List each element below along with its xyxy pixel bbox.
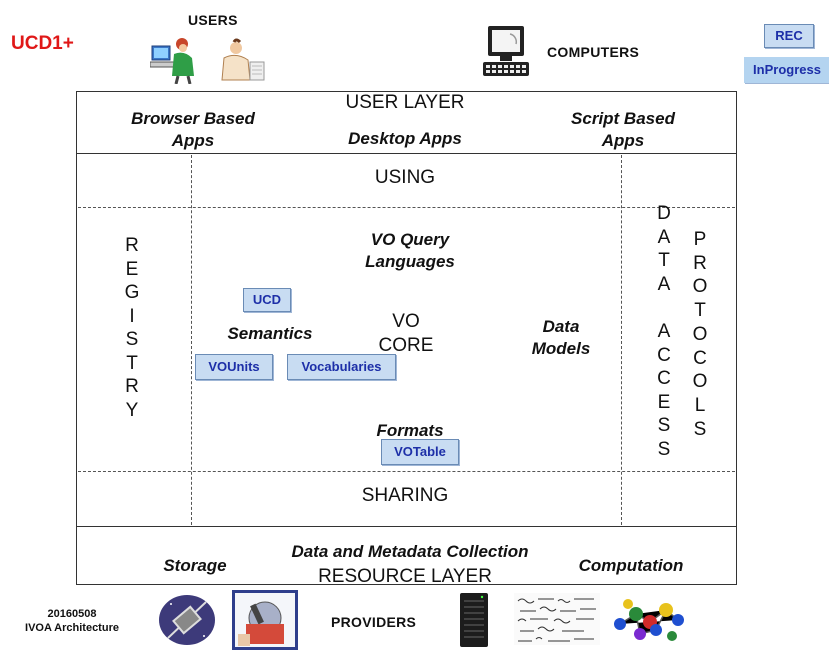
- users-label: USERS: [188, 12, 238, 28]
- data-access-letter: A: [657, 320, 671, 342]
- protocols-letter: O: [692, 276, 708, 298]
- registry-letter: Y: [125, 399, 139, 421]
- data-access-letter: S: [657, 415, 671, 437]
- ucd-badge: UCD1+: [11, 33, 74, 54]
- registry-letter: I: [129, 305, 135, 327]
- data-access-letter: A: [657, 226, 671, 248]
- date-text: 20160508: [47, 608, 97, 620]
- vocabularies-standard: Vocabularies: [287, 354, 396, 380]
- protocols-letter: T: [694, 300, 706, 322]
- resource-layer-title: RESOURCE LAYER: [318, 566, 492, 587]
- protocols-letter: L: [694, 394, 706, 416]
- protocols-letter: O: [692, 323, 708, 345]
- votable-standard: VOTable: [381, 439, 459, 465]
- formats-label: Formats: [376, 421, 444, 440]
- browser-apps-label: Browser Based Apps: [131, 109, 255, 150]
- computers-label: COMPUTERS: [547, 44, 640, 60]
- registry-letter: R: [125, 235, 139, 256]
- using-label: USING: [374, 167, 436, 188]
- data-access-letter: A: [657, 273, 671, 295]
- satellite-icon: [159, 595, 215, 645]
- legend-rec: REC: [764, 24, 814, 48]
- computation-label: Computation: [578, 556, 684, 575]
- sharing-label: SHARING: [361, 485, 449, 506]
- legend-in-progress: InProgress: [744, 57, 829, 83]
- protocols-letter: R: [693, 252, 707, 274]
- registry-letter: T: [126, 352, 138, 374]
- protocols-letter: P: [693, 229, 707, 250]
- vounits-standard: VOUnits: [195, 354, 273, 380]
- protocols-label: P R O T O C O L S: [688, 228, 712, 441]
- desktop-apps-label: Desktop Apps: [348, 129, 462, 148]
- protocols-letter: C: [693, 347, 707, 369]
- vo-core-label: VO CORE: [378, 311, 434, 356]
- equations-icon: [514, 593, 600, 645]
- data-access-letter: T: [658, 250, 670, 272]
- data-access-letter: E: [657, 391, 671, 413]
- collection-label: Data and Metadata Collection: [291, 542, 529, 561]
- protocols-letter: O: [692, 371, 708, 393]
- user-layer-divider: [76, 153, 737, 154]
- data-access-letter: C: [657, 368, 671, 390]
- script-apps-label: Script Based Apps: [571, 109, 675, 150]
- registry-divider: [191, 155, 192, 525]
- user-layer-title: USER LAYER: [345, 92, 465, 113]
- resource-layer-divider: [76, 526, 737, 527]
- storage-label: Storage: [163, 556, 227, 575]
- architecture-caption: IVOA Architecture: [25, 622, 119, 634]
- using-divider: [78, 207, 735, 208]
- data-access-letter: S: [657, 438, 671, 460]
- ucd-standard: UCD: [243, 288, 291, 312]
- architecture-frame: [76, 91, 737, 585]
- semantics-label: Semantics: [227, 324, 313, 343]
- network-icon: [614, 599, 684, 641]
- data-access-label: D A T A A C C E S S: [652, 202, 676, 462]
- data-access-letter: [652, 296, 676, 320]
- data-access-letter: C: [657, 344, 671, 366]
- sharing-divider: [78, 471, 735, 472]
- registry-letter: S: [125, 329, 139, 350]
- data-models-label: Data Models: [531, 317, 591, 358]
- registry-letter: E: [125, 258, 139, 280]
- computer-icon: [483, 26, 529, 76]
- query-languages-label: VO Query Languages: [365, 230, 455, 271]
- users-icon: [150, 38, 265, 84]
- date-caption: 20160508 IVOA Architecture: [14, 607, 130, 635]
- registry-label: R E G I S T R Y: [120, 234, 144, 422]
- registry-letter: G: [124, 282, 140, 303]
- data-access-letter: D: [657, 203, 671, 224]
- observatory-icon: [232, 590, 298, 650]
- protocols-divider: [621, 155, 622, 525]
- providers-label: PROVIDERS: [331, 614, 417, 630]
- registry-letter: R: [125, 376, 139, 397]
- protocols-letter: S: [693, 418, 707, 440]
- server-icon: [460, 593, 488, 647]
